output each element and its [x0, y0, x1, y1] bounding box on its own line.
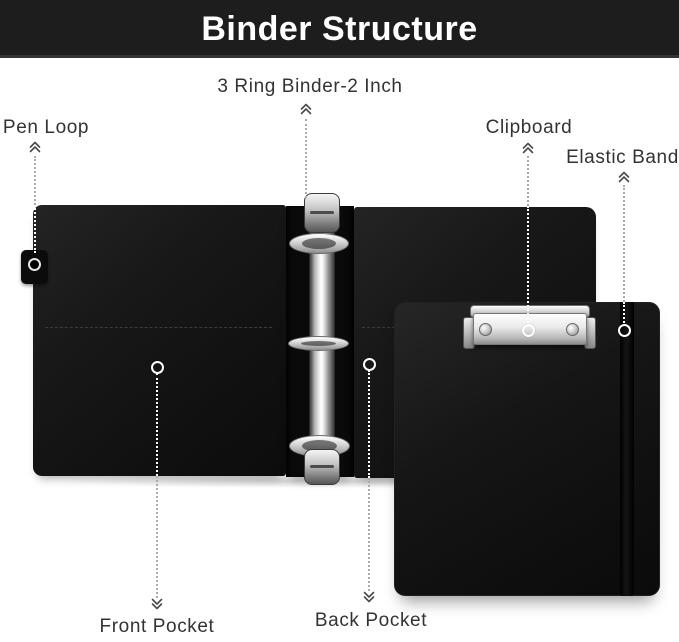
pen-loop-tab [21, 250, 48, 284]
elastic-band-leader-line [623, 185, 625, 302]
pen-loop-label: Pen Loop [2, 117, 90, 138]
clipboard-leader-line-dark [527, 206, 529, 323]
chevron-up-icon [618, 171, 630, 183]
front-pocket-leader-line-dark [156, 373, 158, 476]
ring-opening [302, 238, 336, 249]
ring-opening [301, 341, 336, 346]
pen-loop-leader-line [34, 156, 36, 205]
elastic-band-strip [620, 302, 634, 596]
front-pocket-label: Front Pocket [99, 616, 215, 637]
clip-screw-left [479, 323, 492, 336]
pen-loop-grommet [28, 258, 41, 271]
front-pocket-stitch-line [45, 327, 272, 328]
clipboard-label: Clipboard [485, 117, 573, 138]
mechanism-top-trigger [304, 193, 340, 233]
front-pocket-leader-line [156, 476, 158, 598]
elastic-band-label: Elastic Band [566, 147, 679, 168]
pen-loop-leader-line-dark [34, 205, 36, 253]
chevron-up-icon [522, 142, 534, 154]
binder-ring-top [289, 233, 349, 254]
mechanism-bottom-trigger [304, 449, 340, 485]
ring-binder-leader-line [305, 119, 307, 198]
back-pocket-leader-line [368, 478, 370, 591]
binder-front-cover [33, 205, 286, 476]
clipboard-board [394, 302, 660, 596]
binder-ring-middle [288, 336, 349, 351]
title-banner: Binder Structure [0, 0, 679, 58]
back-pocket-label: Back Pocket [314, 610, 428, 631]
chevron-down-icon [363, 591, 375, 603]
elastic-band-leader-line-dark [623, 302, 625, 323]
trigger-notch [310, 211, 334, 215]
ring-binder-label: 3 Ring Binder-2 Inch [217, 76, 403, 97]
clipboard-endpoint-circle [522, 324, 535, 337]
clipboard-leader-line [527, 156, 529, 206]
clip-screw-right [566, 323, 579, 336]
chevron-up-icon [29, 141, 41, 153]
chevron-up-icon [300, 103, 312, 115]
trigger-notch [310, 465, 334, 469]
elastic-band-endpoint-circle [618, 324, 631, 337]
chevron-down-icon [151, 598, 163, 610]
page-title: Binder Structure [201, 9, 478, 48]
back-pocket-leader-line-dark [368, 370, 370, 478]
